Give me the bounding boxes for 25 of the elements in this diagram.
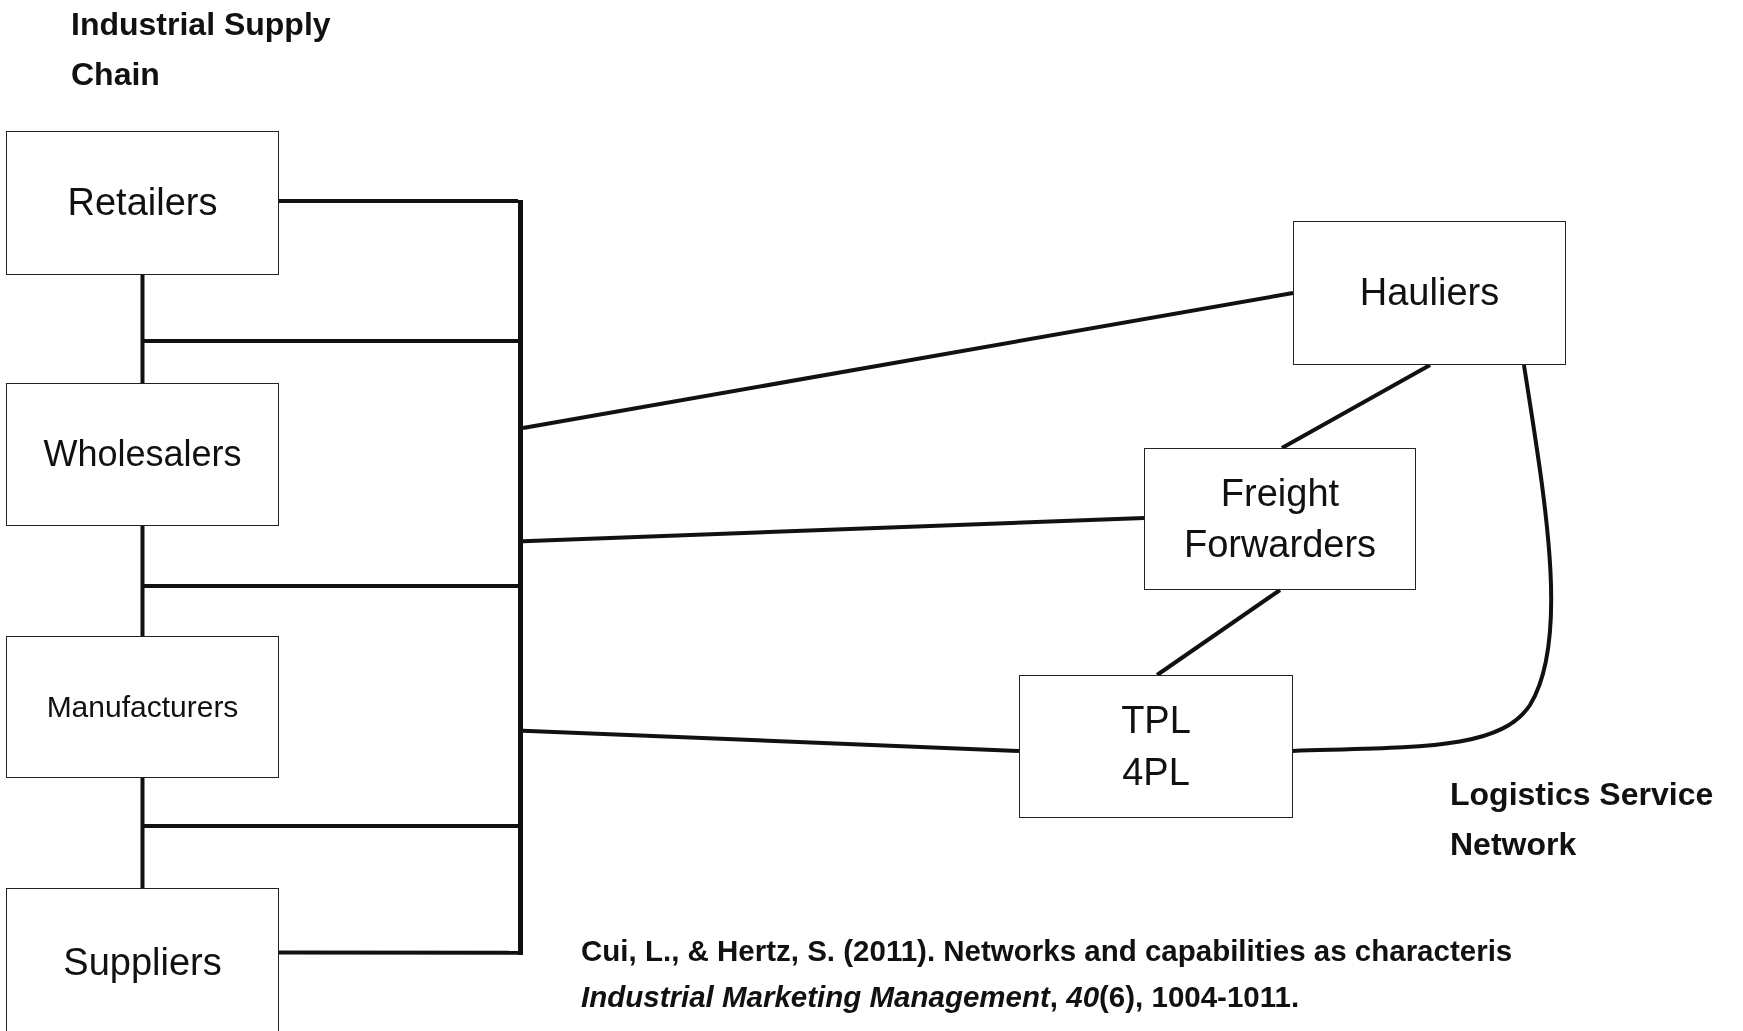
citation-text: Cui, L., & Hertz, S. (2011). Networks and capabilities as characteris Industrial Marketing Management, 40(6), 1004-1011. (581, 933, 1514, 1015)
connector-line (279, 950, 518, 955)
connector-line (142, 339, 518, 344)
process-box: Wholesalers (6, 383, 279, 526)
process-box: Suppliers (6, 888, 279, 1031)
connector-line (522, 728, 1020, 753)
connector-line (1155, 588, 1282, 677)
network-label: Logistics Service Network (1450, 775, 1715, 864)
process-box: Freight Forwarders (1144, 448, 1416, 590)
process-box: Manufacturers (6, 636, 279, 778)
connector-line (1280, 363, 1432, 450)
connector-line (522, 291, 1294, 430)
connector-line (140, 526, 145, 636)
connector-line (522, 516, 1145, 544)
connector-line (142, 823, 518, 828)
diagram-heading: Industrial Supply Chain (71, 5, 332, 94)
connector-line (140, 778, 145, 888)
process-box: TPL 4PL (1019, 675, 1293, 818)
bus-bar (518, 200, 523, 955)
process-box: Retailers (6, 131, 279, 275)
connector-line (1292, 364, 1554, 753)
process-box: Hauliers (1293, 221, 1566, 365)
connector-line (279, 199, 518, 203)
connector-line (140, 275, 145, 383)
connector-line (142, 584, 518, 589)
